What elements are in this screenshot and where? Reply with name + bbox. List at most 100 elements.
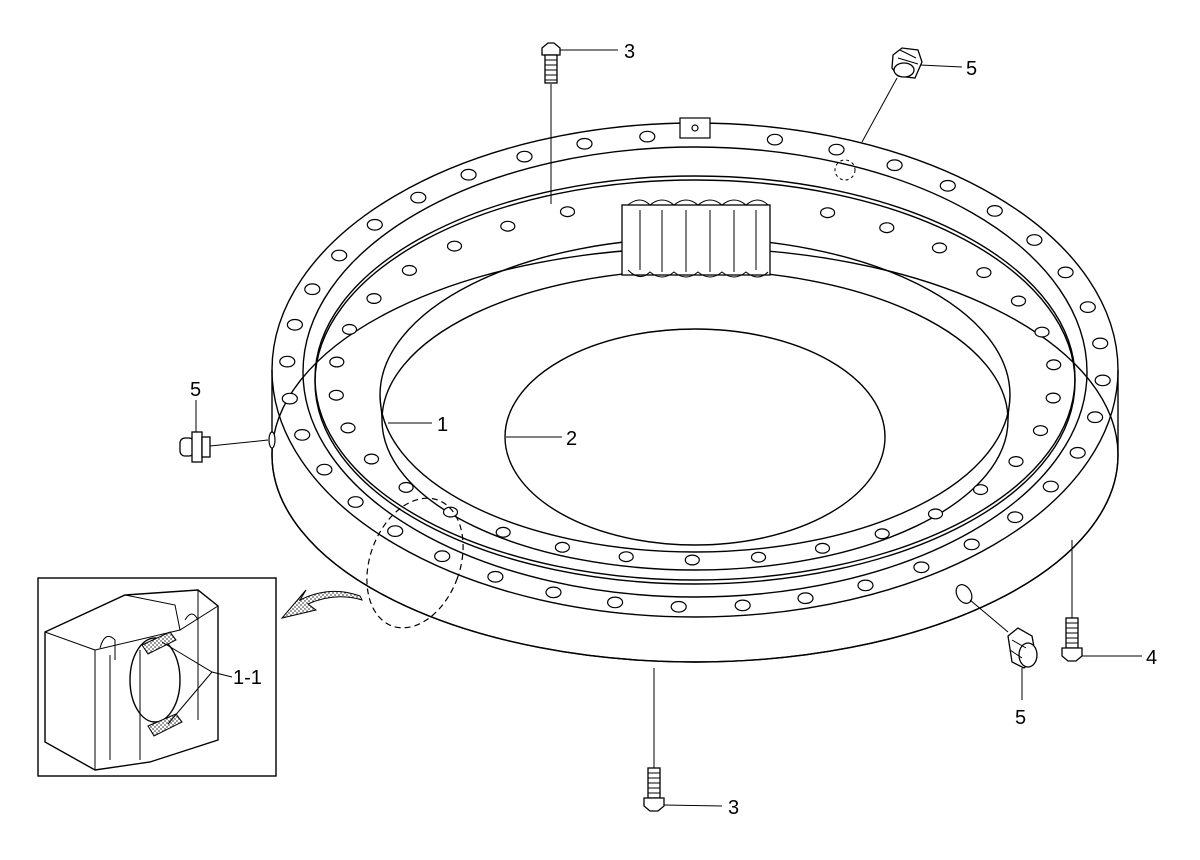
bolt-hole (1032, 425, 1049, 437)
callout-fitting-left: 5 (190, 379, 201, 401)
bolt-hole (331, 249, 348, 262)
callout-inner-ring: 2 (566, 428, 577, 450)
bolt-hole (874, 528, 890, 540)
inner-ring-top-edge (314, 179, 1076, 585)
bolt-hole (495, 526, 511, 538)
bolt-hole (1046, 359, 1062, 371)
bolt-hole (1034, 326, 1050, 338)
bolt-bottom (643, 668, 723, 812)
bearing-ring (271, 122, 1119, 663)
fitting-bottom (955, 584, 1038, 700)
bolt-hole (316, 463, 333, 476)
bolt-hole (750, 551, 767, 563)
bolt-hole (734, 599, 751, 612)
bolt-hole (963, 538, 980, 551)
bolt-hole (340, 422, 356, 434)
bolt-hole (401, 264, 417, 276)
inner-ring-bore-edge (379, 237, 1011, 553)
inner-ring-lower-edge (381, 269, 1009, 571)
inner-bore-shadow (504, 328, 886, 438)
bolt-hole (446, 240, 463, 252)
bolt-hole (329, 356, 345, 368)
bolt-hole (341, 323, 358, 335)
bolt-hole (1094, 374, 1111, 387)
bolt-hole (434, 550, 451, 563)
bolt-hole (618, 551, 634, 563)
bolt-hole (554, 541, 571, 553)
bolt-hole (766, 133, 784, 146)
gear-teeth (621, 117, 771, 278)
bolt-hole (487, 570, 504, 583)
bolt-hole (363, 453, 380, 465)
ring-outer-edge (271, 122, 1119, 618)
bolt-hole (986, 204, 1003, 217)
bolt-hole (1008, 456, 1024, 468)
bolt-hole (576, 137, 593, 150)
seal-detail-inset (37, 577, 277, 777)
bolt-hole (913, 561, 930, 574)
bolt-hole (976, 267, 992, 279)
bolt-hole (304, 283, 321, 296)
bolt-hole (606, 596, 624, 609)
bolt-hole (639, 130, 656, 143)
bolt-hole (1010, 295, 1027, 307)
bolt-hole (1086, 411, 1104, 424)
bolt-hole (410, 191, 427, 204)
bolt-hole (387, 525, 404, 537)
bolt-hole (1092, 337, 1109, 350)
bolt-hole (398, 481, 414, 493)
callout-bolt-bottom: 3 (728, 797, 739, 819)
detail-circle (366, 497, 464, 629)
bolt-hole (931, 242, 948, 254)
bolt-hole (500, 220, 516, 232)
bolt-hole (684, 554, 700, 566)
bolt-hole (879, 222, 895, 234)
bolt-hole (886, 159, 903, 172)
bolt-hole (366, 218, 383, 231)
bolt-hole (286, 318, 303, 331)
bolt-hole (939, 179, 956, 192)
bolt-hole (1042, 480, 1059, 493)
bolt-hole (814, 542, 831, 554)
fitting-top (861, 47, 963, 143)
bolt-hole (281, 392, 298, 405)
callout-seal-insert: 1-1 (233, 667, 262, 689)
bolt-hole (1045, 392, 1061, 404)
bolt-hole (460, 168, 477, 181)
bolt-hole (545, 586, 562, 599)
bolt-hole (857, 579, 874, 592)
bolt-hole (1069, 446, 1086, 459)
bolt-hole (828, 143, 845, 156)
bolt-hole (927, 508, 944, 520)
bolt-right (1061, 540, 1142, 662)
callout-fitting-top: 5 (966, 58, 977, 80)
bolt-hole (347, 496, 364, 508)
bolt-hole (442, 506, 459, 518)
bolt-hole (516, 150, 533, 163)
bolt-hole (797, 592, 814, 605)
bolt-hole (328, 389, 344, 401)
detail-arrow (280, 589, 363, 619)
callout-bolt-right: 4 (1146, 647, 1157, 669)
bolt-hole (819, 207, 836, 219)
bolt-hole (366, 293, 382, 305)
bolt-holes (279, 130, 1111, 613)
bolt-hole (670, 600, 687, 613)
callout-bolt-top: 3 (624, 41, 635, 63)
inner-ring-bore-wall (379, 394, 1011, 421)
bolt-hole (294, 429, 311, 441)
bolt-top (541, 42, 618, 204)
callout-fitting-bottom: 5 (1015, 707, 1026, 729)
callout-outer-ring: 1 (437, 414, 448, 436)
ring-outer-inner-edge (302, 146, 1088, 598)
bolt-hole (972, 484, 989, 496)
ring-outer-bottom-edge (271, 247, 1119, 663)
bolt-hole (1057, 266, 1074, 279)
bolt-hole (1026, 234, 1043, 246)
bolt-hole (1079, 301, 1096, 314)
bolt-hole (1007, 511, 1024, 524)
hidden-lube-port (834, 159, 856, 181)
bolt-hole (559, 206, 576, 218)
fitting-left (179, 400, 276, 463)
